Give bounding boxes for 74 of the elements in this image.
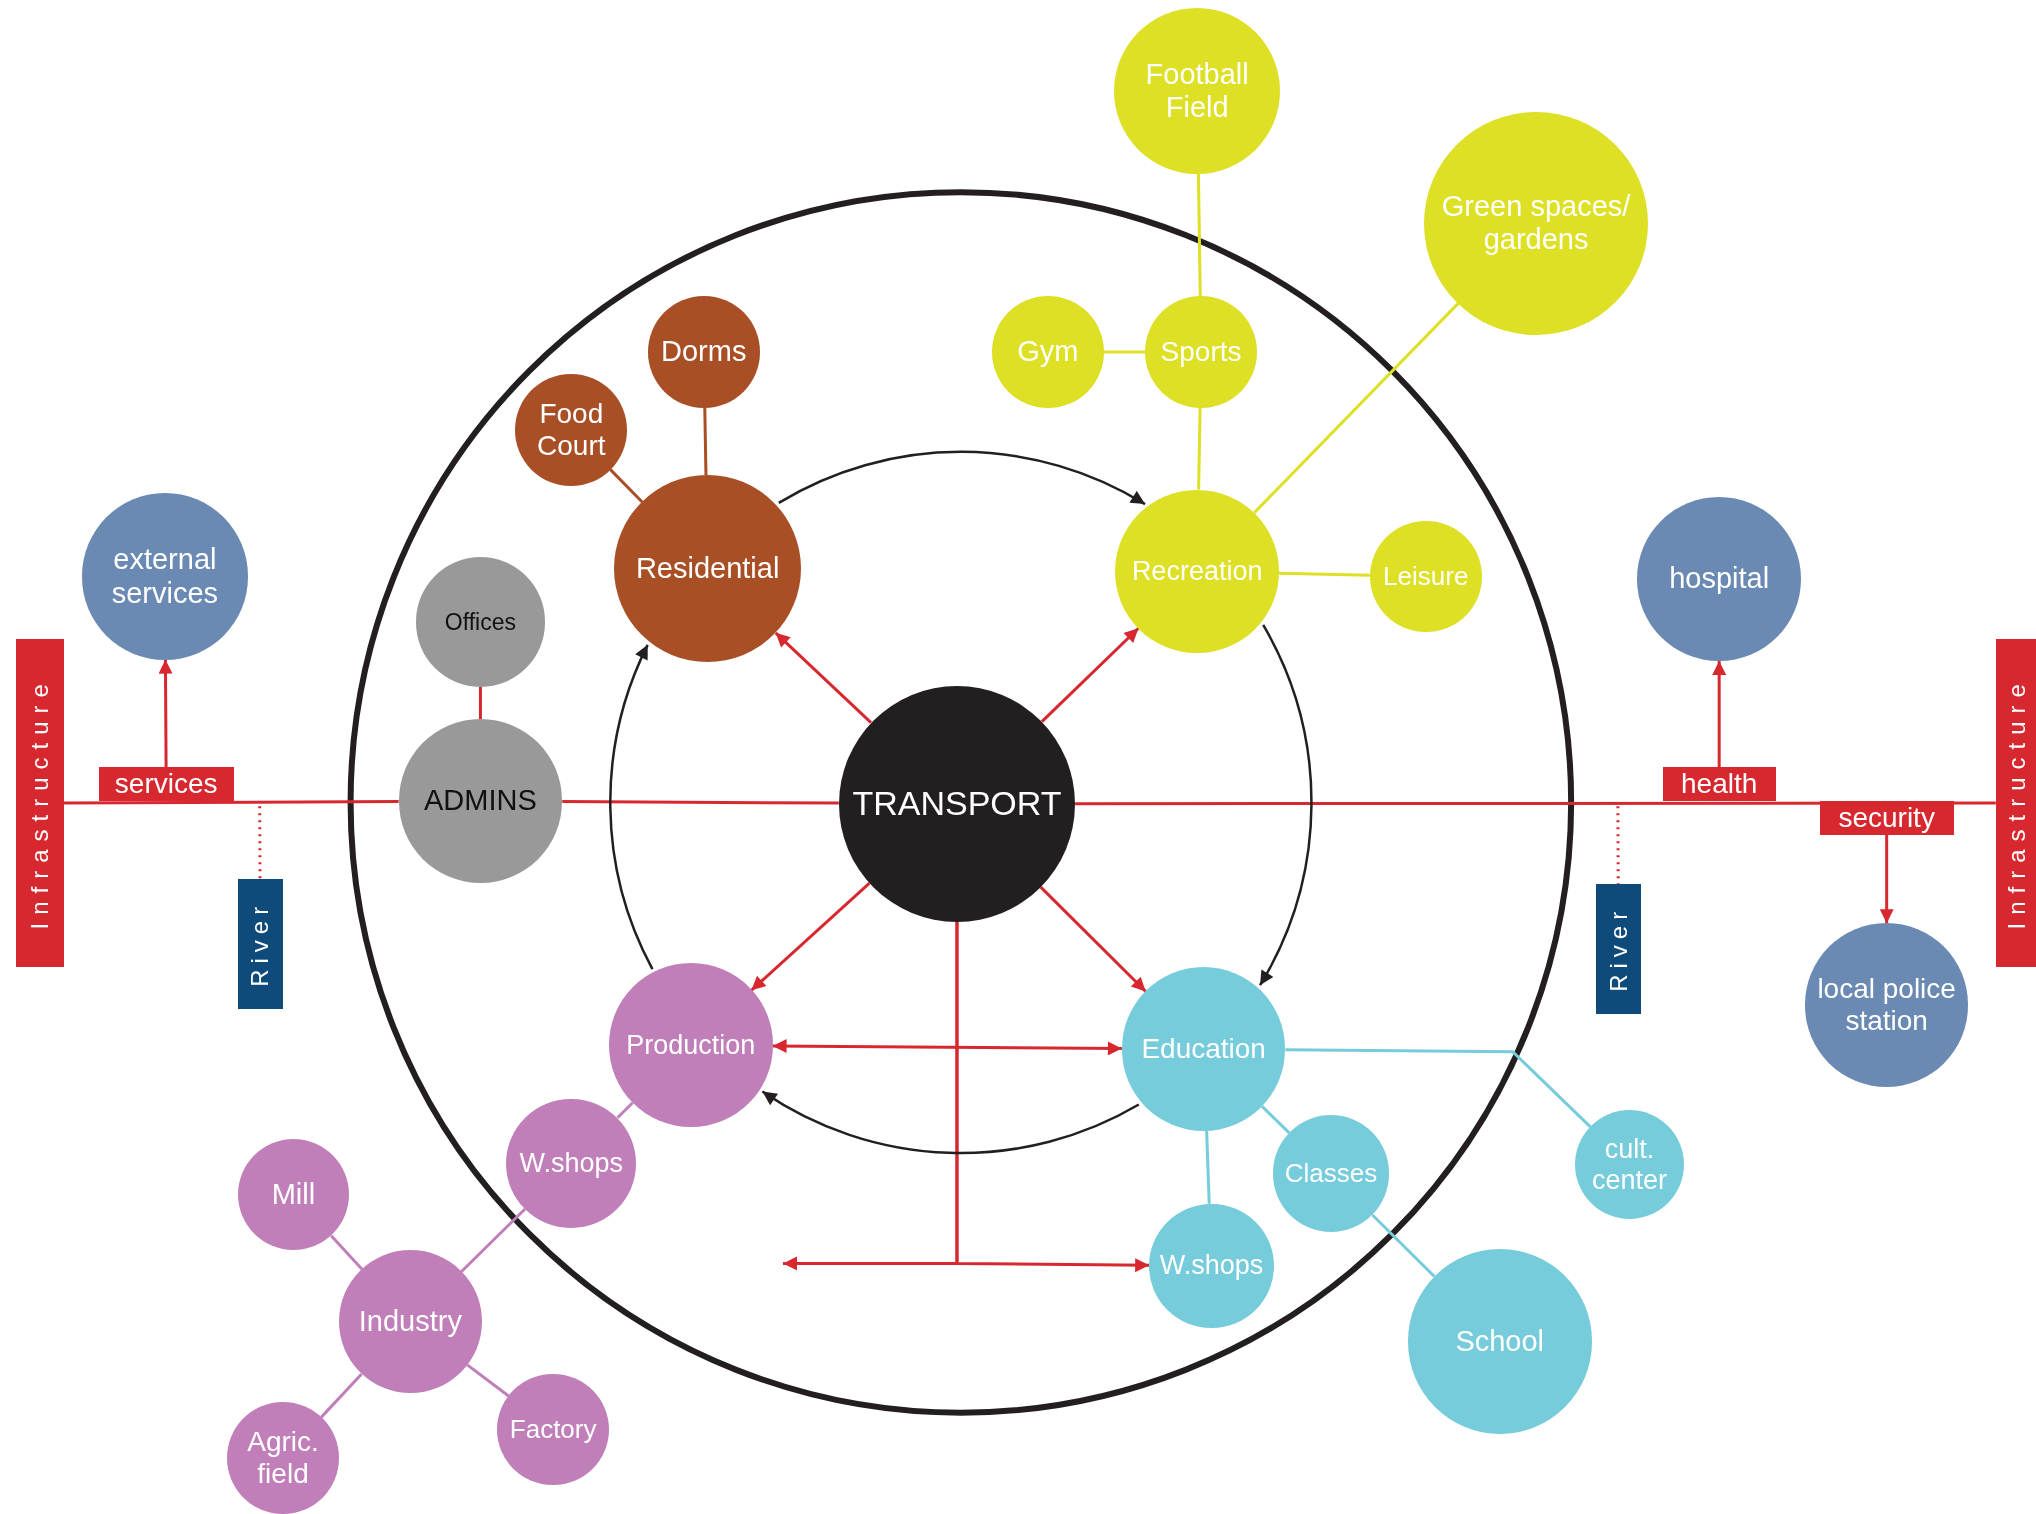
arrow [1712, 660, 1727, 768]
node-label: local police station [1816, 972, 1957, 1038]
node-label: Agric. field [246, 1426, 320, 1491]
node-label: Education [1141, 1033, 1266, 1066]
node-label: health [1681, 768, 1758, 801]
connector-line [1278, 571, 1370, 577]
arrow [750, 882, 871, 992]
arrow [778, 451, 1146, 506]
tag-box [1819, 801, 1954, 835]
node-label: W.shops [1159, 1250, 1264, 1282]
node-label: Industry [358, 1305, 462, 1339]
node-label: Classes [1284, 1158, 1378, 1189]
arrow [774, 631, 872, 724]
vertical-band [1995, 638, 2036, 968]
node-label: external services [110, 543, 220, 610]
node-label: hospital [1669, 562, 1770, 596]
node-label: River [1604, 906, 1633, 993]
connector-line [562, 800, 839, 805]
connector-line [460, 1207, 527, 1273]
connector-line [1103, 350, 1146, 354]
node-label: Offices [444, 608, 516, 636]
node-label: services [114, 768, 218, 801]
dotted-line [258, 806, 262, 880]
connector-line [1261, 1105, 1291, 1134]
arrow [1039, 886, 1147, 993]
node-label: Dorms [661, 335, 747, 369]
connector-line [1196, 173, 1202, 297]
connector-line [466, 1363, 510, 1398]
node-label: School [1455, 1324, 1545, 1358]
connector-line [1205, 1130, 1211, 1204]
connector-line [63, 800, 399, 805]
arrow [1258, 624, 1313, 986]
tag-box [98, 767, 234, 802]
node-label: ADMINS [424, 784, 537, 818]
arrow [772, 1039, 1122, 1056]
vertical-band [1595, 884, 1642, 1015]
node-label: Mill [271, 1177, 316, 1212]
node-label: Residential [635, 552, 780, 586]
node-label: Infrastructure [2002, 676, 2031, 930]
connector-line [1197, 407, 1202, 490]
node-label: TRANSPORT [852, 784, 1062, 824]
connector-line [1285, 1048, 1592, 1128]
connector-line [478, 686, 482, 720]
arrow [609, 644, 654, 970]
arrow [783, 921, 959, 1271]
connector-line [1371, 1213, 1436, 1278]
node-label: security [1838, 801, 1935, 835]
node-label: Food Court [536, 397, 607, 462]
arrow [1879, 834, 1894, 924]
tag-box [1662, 767, 1776, 802]
node-label: Production [626, 1029, 756, 1061]
connector-line [1253, 302, 1460, 514]
node-label: Recreation [1131, 555, 1263, 587]
arrow [1040, 627, 1140, 723]
node-label: W.shops [519, 1147, 624, 1179]
connector-line [609, 468, 644, 504]
vertical-band [15, 638, 64, 968]
node-label: Infrastructure [25, 676, 54, 930]
vertical-band [237, 879, 284, 1009]
arrow [761, 1090, 1140, 1155]
connector-line [703, 407, 708, 476]
node-label: Factory [509, 1414, 597, 1445]
dotted-line [1616, 806, 1620, 885]
node-label: Football Field [1144, 57, 1250, 125]
node-label: River [246, 901, 275, 987]
connector-line [330, 1234, 364, 1271]
connector-line [616, 1101, 634, 1119]
connector-line [320, 1373, 363, 1419]
node-label: Sports [1160, 335, 1242, 368]
node-label: Green spaces/ gardens [1440, 189, 1632, 257]
node-label: Leisure [1383, 561, 1469, 592]
node-label: cult. center [1591, 1133, 1669, 1196]
node-label: Gym [1017, 335, 1079, 369]
arrow [158, 659, 173, 768]
